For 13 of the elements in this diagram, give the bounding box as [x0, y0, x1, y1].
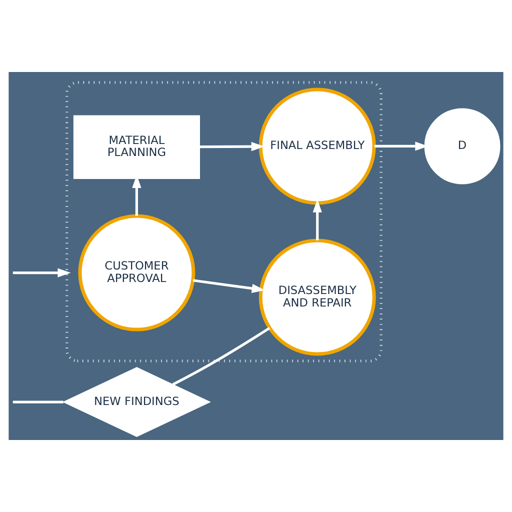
- connector: [12, 400, 64, 404]
- node-circle: DISASSEMBLY AND REPAIR: [258, 238, 376, 356]
- node-diamond: NEW FINDINGS: [62, 367, 211, 437]
- node-box: MATERIAL PLANNING: [73, 115, 200, 179]
- cluster: [66, 81, 382, 362]
- node-circle: CUSTOMER APPROVAL: [78, 214, 196, 332]
- arrow: [200, 142, 264, 152]
- arrow: [192, 279, 265, 293]
- arrow: [12, 268, 71, 278]
- node-circle: FINAL ASSEMBLY: [258, 88, 376, 205]
- node-circle: D: [424, 108, 500, 184]
- connector: [172, 326, 270, 386]
- arrow: [312, 199, 322, 240]
